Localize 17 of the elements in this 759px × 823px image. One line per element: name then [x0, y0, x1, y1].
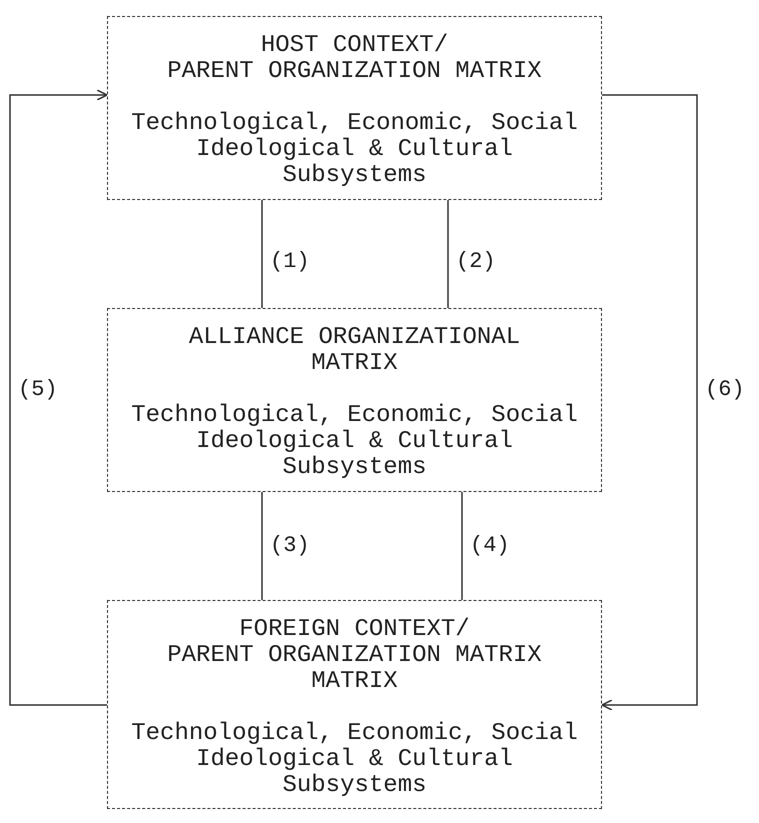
connector-line [461, 492, 463, 600]
connector-line [261, 200, 263, 308]
subsystems-text: Technological, Economic, Social Ideological & Cultural Subsystems [130, 403, 579, 481]
matrix-heading: HOST CONTEXT/ [260, 33, 450, 59]
matrix-box [107, 600, 602, 809]
subsystems-text: Technological, Economic, Social Ideological & Cultural Subsystems [130, 111, 579, 189]
matrix-heading: FOREIGN CONTEXT/ [238, 617, 471, 643]
connector-line [447, 200, 449, 308]
matrix-heading: PARENT ORGANIZATION MATRIX [166, 59, 543, 85]
feedback-arrow [9, 89, 108, 706]
matrix-box [107, 308, 602, 492]
subsystems-text: Technological, Economic, Social Ideological & Cultural Subsystems [130, 721, 579, 799]
matrix-heading: ALLIANCE ORGANIZATIONAL MATRIX [188, 325, 522, 377]
connector-line [261, 492, 263, 600]
matrix-heading: PARENT ORGANIZATION MATRIX MATRIX [166, 643, 543, 695]
matrix-box [107, 16, 602, 200]
feedback-arrow [601, 94, 698, 711]
